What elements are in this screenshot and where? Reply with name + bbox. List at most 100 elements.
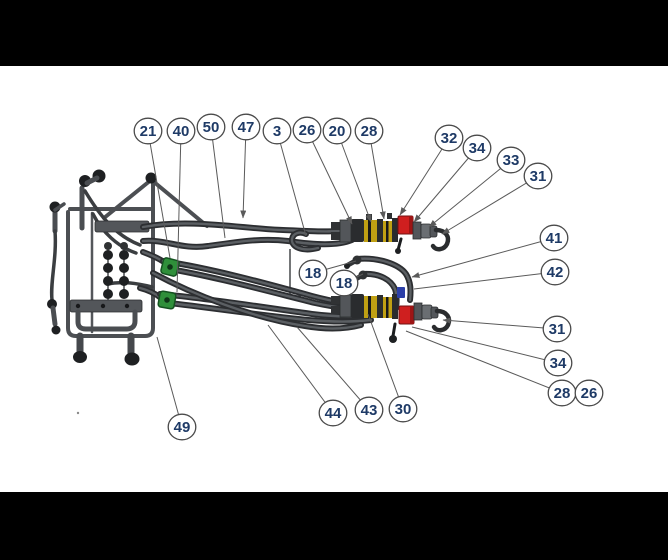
blue-clip (397, 287, 405, 298)
callout-34-bottom: 34 (543, 349, 573, 377)
leader-47 (240, 126, 247, 219)
balloon-number: 21 (140, 123, 157, 140)
callout-49: 49 (167, 413, 197, 441)
balloon-circle (167, 413, 197, 441)
callout-28-top: 28 (354, 117, 384, 145)
balloon-circle (539, 224, 569, 252)
balloon-circle (434, 124, 464, 152)
leader-lines (147, 126, 563, 428)
leader-40 (176, 130, 182, 293)
manifold-frame-assembly (47, 169, 209, 366)
callout-47: 47 (231, 113, 261, 141)
balloon-circle (496, 146, 526, 174)
balloon-number: 47 (238, 119, 255, 136)
balloon-circle (329, 269, 359, 297)
callout-31-bottom: 31 (542, 315, 572, 343)
balloon-circle (322, 117, 352, 145)
u-pipe (75, 309, 138, 332)
balloon-number: 41 (546, 230, 563, 247)
leader-34 (411, 326, 559, 364)
balloon-circle (542, 315, 572, 343)
balloon-circle (354, 117, 384, 145)
callout-3: 3 (262, 117, 292, 145)
balloon-number: 32 (441, 130, 458, 147)
balloon-circle (543, 349, 573, 377)
hose-clamp-upper (160, 257, 180, 277)
leader-28 (368, 130, 386, 220)
leg-cap (124, 352, 140, 366)
leader-31 (442, 317, 558, 330)
balloon-number: 28 (361, 123, 378, 140)
left-elbow-fitting (47, 201, 66, 335)
callout-18-b: 18 (329, 269, 359, 297)
bottom-black-bar (0, 492, 668, 560)
balloon-number: 26 (581, 385, 598, 402)
upper-quick-coupler (331, 213, 451, 254)
balloon-number: 26 (299, 122, 316, 139)
leader-34 (413, 147, 478, 223)
balloon-circle (354, 396, 384, 424)
balloon-number: 34 (550, 355, 567, 372)
balloon-number: 3 (273, 123, 281, 140)
balloon-circle (262, 117, 292, 145)
balloon-number: 18 (336, 275, 353, 292)
callout-33: 33 (496, 146, 526, 174)
balloon-number: 31 (549, 321, 566, 338)
balloon-number: 33 (503, 152, 520, 169)
callout-50: 50 (196, 113, 226, 141)
balloon-number: 40 (173, 123, 190, 140)
leader-33 (428, 159, 512, 228)
ball-fitting (145, 172, 157, 184)
leader-26 (306, 129, 353, 225)
callout-34-top: 34 (462, 134, 492, 162)
balloon-circle (298, 259, 328, 287)
callout-42: 42 (540, 258, 570, 286)
callout-26-top: 26 (292, 116, 322, 144)
balloon-circle (462, 134, 492, 162)
hose-runs (140, 223, 411, 328)
leader-44 (267, 324, 334, 414)
leader-21 (147, 130, 171, 259)
coupler-hose-loop (431, 308, 452, 333)
balloon-number: 49 (174, 419, 191, 436)
balloon-number: 50 (203, 119, 220, 136)
balloon-number: 28 (554, 385, 571, 402)
balloon-number: 30 (395, 401, 412, 418)
leader-42 (413, 271, 556, 290)
balloon-number: 20 (329, 123, 346, 140)
callout-28-bottom: 28 (547, 379, 577, 407)
balloon-number: 44 (325, 405, 342, 422)
balloon-circle (166, 117, 196, 145)
balloon-circle (292, 116, 322, 144)
balloon-circle (318, 399, 348, 427)
callout-18-a: 18 (298, 259, 328, 287)
balloon-circle (231, 113, 261, 141)
callout-21: 21 (133, 117, 163, 145)
leader-30 (367, 313, 404, 410)
callout-32: 32 (434, 124, 464, 152)
leg-cap (73, 351, 87, 363)
leader-50 (210, 126, 226, 239)
balloon-number: 42 (547, 264, 564, 281)
lower-quick-coupler (331, 287, 452, 343)
leader-41 (411, 237, 555, 278)
leader-49 (156, 336, 183, 428)
callout-41: 41 (539, 224, 569, 252)
callout-20: 20 (322, 117, 352, 145)
balloon-number: 18 (305, 265, 322, 282)
leader-28 (405, 330, 563, 394)
callout-30: 30 (388, 395, 418, 423)
speck (76, 411, 80, 415)
balloon-number: 31 (530, 168, 547, 185)
balloon-number: 43 (361, 402, 378, 419)
stacked-nut-fittings (103, 242, 129, 300)
lower-manifold-bar (69, 299, 143, 313)
hose-clamp-lower (157, 290, 177, 310)
leader-43 (296, 326, 370, 411)
leader-3 (276, 130, 307, 237)
balloon-circle (523, 162, 553, 190)
top-black-bar (0, 0, 668, 66)
